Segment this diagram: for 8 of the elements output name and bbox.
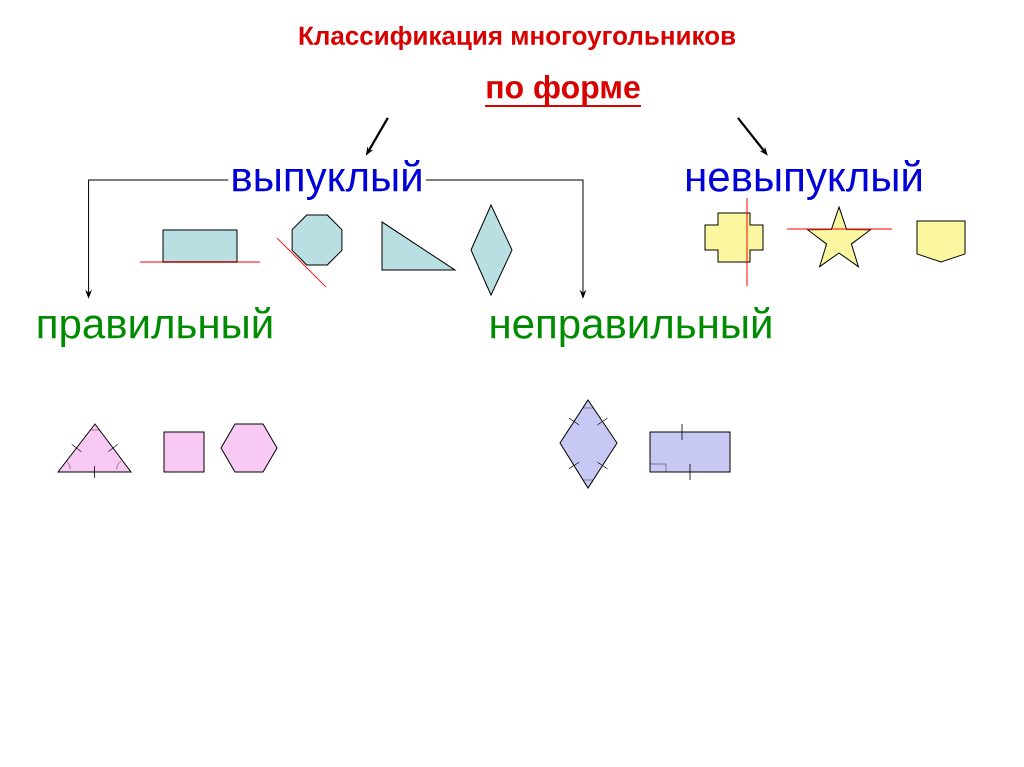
title: Классификация многоугольников [299, 25, 736, 51]
arrow [85, 179, 229, 298]
arrow [425, 179, 586, 298]
category-label: невыпуклый [687, 160, 921, 200]
heading: по форме [484, 75, 642, 108]
category-label: правильный [38, 307, 272, 347]
category-label: неправильный [491, 307, 771, 347]
category-label: выпуклый [233, 160, 421, 200]
